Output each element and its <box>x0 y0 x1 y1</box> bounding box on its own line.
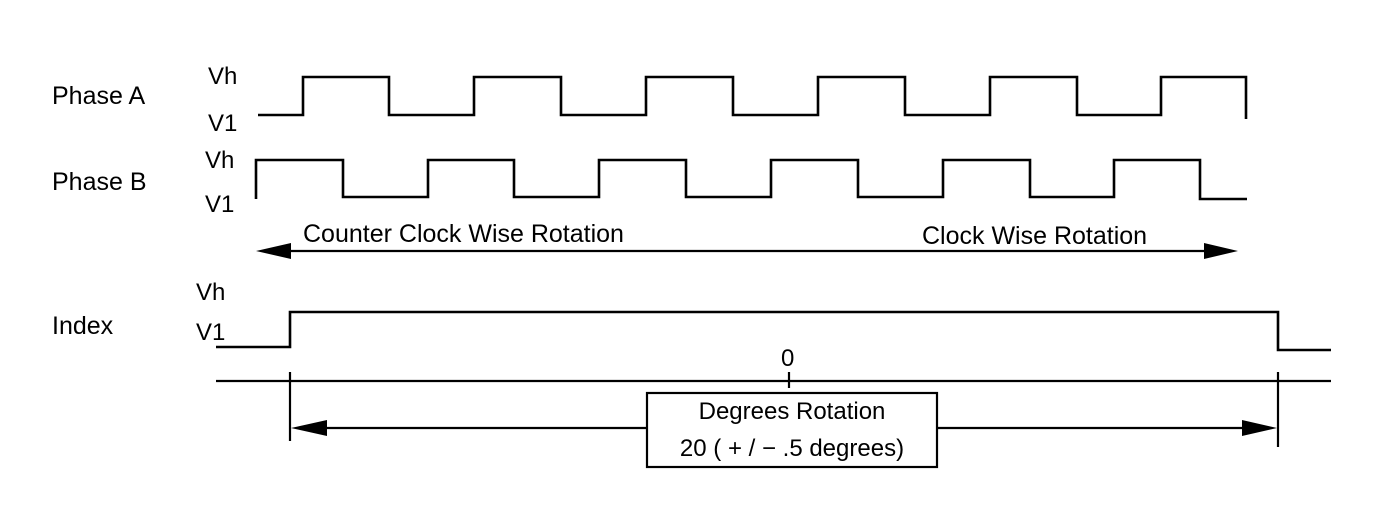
index-label: Index <box>52 312 114 340</box>
index-waveform <box>216 310 1331 352</box>
phase-b-low-label: V1 <box>205 191 234 218</box>
index-high-label: Vh <box>196 279 225 306</box>
degrees-box-title: Degrees Rotation <box>699 398 886 425</box>
index-low-label: V1 <box>196 319 225 346</box>
dimension-right-arrowhead <box>1242 420 1277 436</box>
phase-a-label: Phase A <box>52 82 145 110</box>
ccw-rotation-label: Counter Clock Wise Rotation <box>303 220 624 248</box>
phase-a-high-label: Vh <box>208 63 237 90</box>
dimension-left-arrowhead <box>291 420 327 436</box>
phase-a-low-label: V1 <box>208 110 237 137</box>
phase-a-waveform <box>258 75 1248 119</box>
cw-rotation-label: Clock Wise Rotation <box>922 222 1147 250</box>
phase-b-waveform <box>254 158 1247 201</box>
phase-b-label: Phase B <box>52 168 147 196</box>
ccw-arrowhead <box>256 243 291 259</box>
phase-b-high-label: Vh <box>205 147 234 174</box>
degrees-box <box>645 391 939 469</box>
cw-arrowhead <box>1204 243 1238 259</box>
degrees-box-value: 20 ( + / − .5 degrees) <box>680 435 904 462</box>
zero-label: 0 <box>781 345 794 372</box>
